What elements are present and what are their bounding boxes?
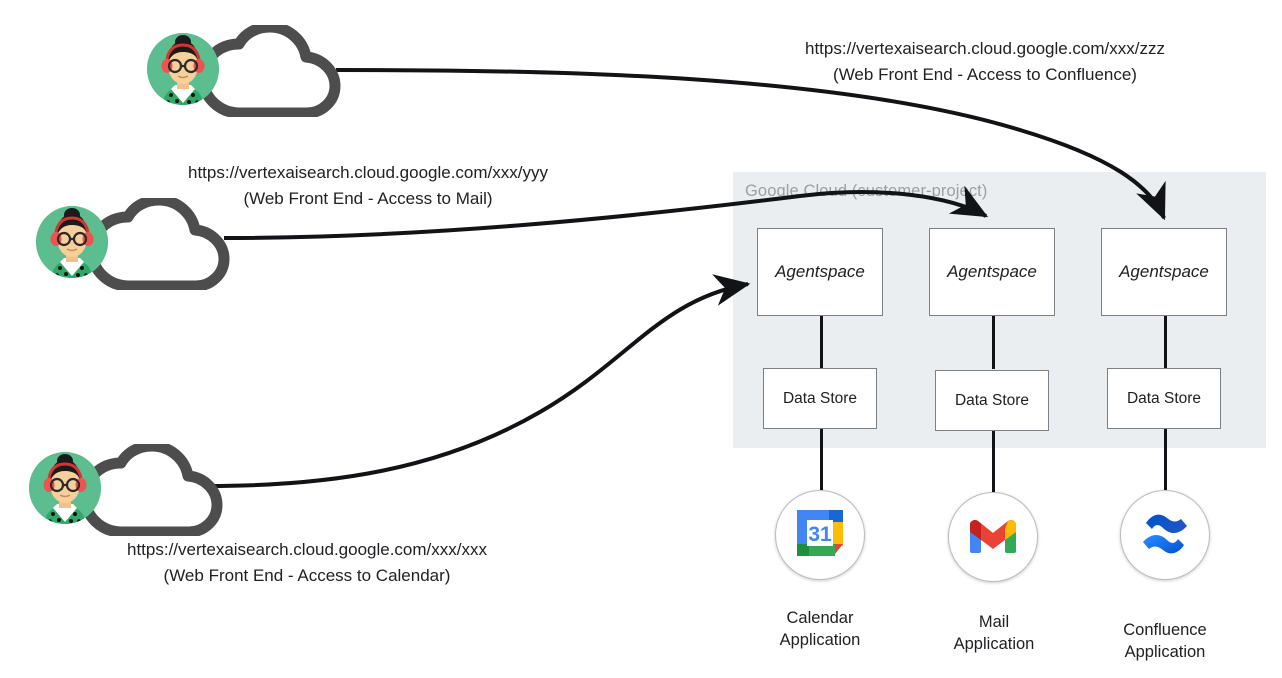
user-avatar — [36, 206, 108, 278]
app-circle-confluence[interactable] — [1120, 490, 1210, 580]
gmail-icon — [967, 515, 1019, 560]
agentspace-box-mail[interactable]: Agentspace — [929, 228, 1055, 316]
confluence-icon — [1140, 511, 1190, 560]
url-subtitle: (Web Front End - Access to Confluence) — [833, 65, 1137, 85]
url-caption-mail: https://vertexaisearch.cloud.google.com/… — [188, 160, 548, 213]
svg-text:31: 31 — [808, 523, 832, 546]
arrow-user-calendar-to-agentspace-calendar — [207, 274, 751, 488]
user-avatar — [147, 33, 219, 105]
url-subtitle: (Web Front End - Access to Mail) — [243, 189, 493, 209]
user-cloud-confluence[interactable] — [147, 25, 343, 117]
connector-datastore-to-app-calendar — [820, 428, 823, 490]
url-text: https://vertexaisearch.cloud.google.com/… — [188, 163, 548, 182]
datastore-box-mail[interactable]: Data Store — [935, 370, 1049, 431]
url-subtitle: (Web Front End - Access to Calendar) — [163, 566, 451, 586]
user-avatar — [29, 452, 101, 524]
google-calendar-icon: 31 — [793, 506, 847, 565]
connector-agentspace-to-datastore-mail — [992, 315, 995, 369]
connector-agentspace-to-datastore-confluence — [1164, 315, 1167, 369]
app-caption-calendar: Calendar Application — [735, 608, 905, 652]
app-caption-line2: Application — [1124, 642, 1206, 661]
agentspace-box-confluence[interactable]: Agentspace — [1101, 228, 1227, 316]
agentspace-box-calendar[interactable]: Agentspace — [757, 228, 883, 316]
connector-agentspace-to-datastore-calendar — [820, 315, 823, 369]
agentspace-label: Agentspace — [1119, 262, 1209, 281]
agentspace-label: Agentspace — [775, 262, 865, 281]
app-caption-confluence: Confluence Application — [1080, 620, 1250, 664]
url-text: https://vertexaisearch.cloud.google.com/… — [127, 540, 487, 559]
app-caption-line1: Confluence — [1123, 621, 1207, 639]
user-cloud-mail[interactable] — [36, 198, 232, 290]
url-caption-confluence: https://vertexaisearch.cloud.google.com/… — [805, 36, 1165, 89]
app-circle-mail[interactable] — [948, 492, 1038, 582]
datastore-box-confluence[interactable]: Data Store — [1107, 368, 1221, 429]
agentspace-label: Agentspace — [947, 262, 1037, 281]
arrow-user-mail-to-agentspace-mail — [223, 185, 989, 240]
app-circle-calendar[interactable]: 31 — [775, 490, 865, 580]
arrow-user-confluence-to-agentspace-confluence — [335, 68, 1166, 221]
user-cloud-calendar[interactable] — [29, 444, 225, 536]
connector-datastore-to-app-confluence — [1164, 428, 1167, 490]
app-caption-mail: Mail Application — [909, 612, 1079, 656]
app-caption-line1: Mail — [978, 613, 1010, 631]
app-caption-line2: Application — [953, 634, 1035, 653]
datastore-box-calendar[interactable]: Data Store — [763, 368, 877, 429]
url-text: https://vertexaisearch.cloud.google.com/… — [805, 39, 1165, 58]
app-caption-line2: Application — [779, 630, 861, 649]
app-caption-line1: Calendar — [786, 609, 854, 627]
connector-datastore-to-app-mail — [992, 430, 995, 492]
url-caption-calendar: https://vertexaisearch.cloud.google.com/… — [127, 537, 487, 590]
datastore-label: Data Store — [1126, 389, 1202, 407]
datastore-label: Data Store — [954, 391, 1030, 409]
datastore-label: Data Store — [782, 389, 858, 407]
